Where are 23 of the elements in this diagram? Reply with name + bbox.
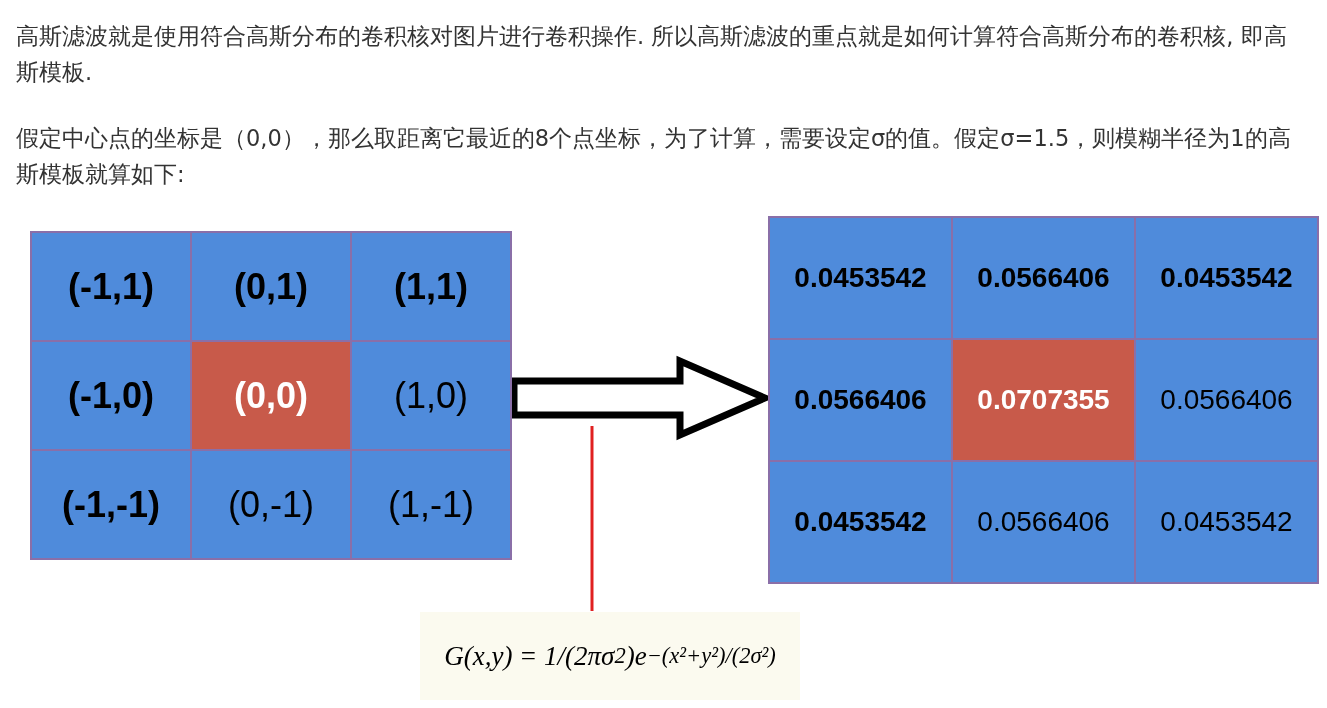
paragraph: 高斯滤波就是使用符合高斯分布的卷积核对图片进行卷积操作. 所以高斯滤波的重点就是如何计算符合高斯分布的卷积核, 即高斯模板.: [16, 22, 1288, 87]
grid-cell: (0,-1): [192, 451, 350, 558]
leader-line: [590, 426, 594, 611]
grid-cell: 0.0566406: [953, 462, 1134, 582]
grid-cell: 0.0707355: [953, 340, 1134, 460]
grid-cell: 0.0453542: [1136, 462, 1317, 582]
grid-cell: (-1,1): [32, 233, 190, 340]
grid-cell: 0.0566406: [770, 340, 951, 460]
grid-cell: 0.0453542: [770, 218, 951, 338]
kernel-grid: [768, 216, 1319, 584]
paragraph: 假定中心点的坐标是（0,0），那么取距离它最近的8个点坐标，为了计算，需要设定σ的值。假定σ=1.5，则模糊半径为1的高斯模板就算如下:: [16, 124, 1292, 189]
grid-cell: 0.0566406: [1136, 340, 1317, 460]
grid-cell: (-1,-1): [32, 451, 190, 558]
grid-cell: (0,0): [192, 342, 350, 449]
grid-cell: 0.0566406: [953, 218, 1134, 338]
grid-cell: (1,1): [352, 233, 510, 340]
grid-cell: 0.0453542: [1136, 218, 1317, 338]
grid-cell: (0,1): [192, 233, 350, 340]
grid-cell: 0.0453542: [770, 462, 951, 582]
kernel-grid: [30, 231, 512, 560]
grid-cell: (1,0): [352, 342, 510, 449]
grid-cell: (-1,0): [32, 342, 190, 449]
grid-cell: (1,-1): [352, 451, 510, 558]
